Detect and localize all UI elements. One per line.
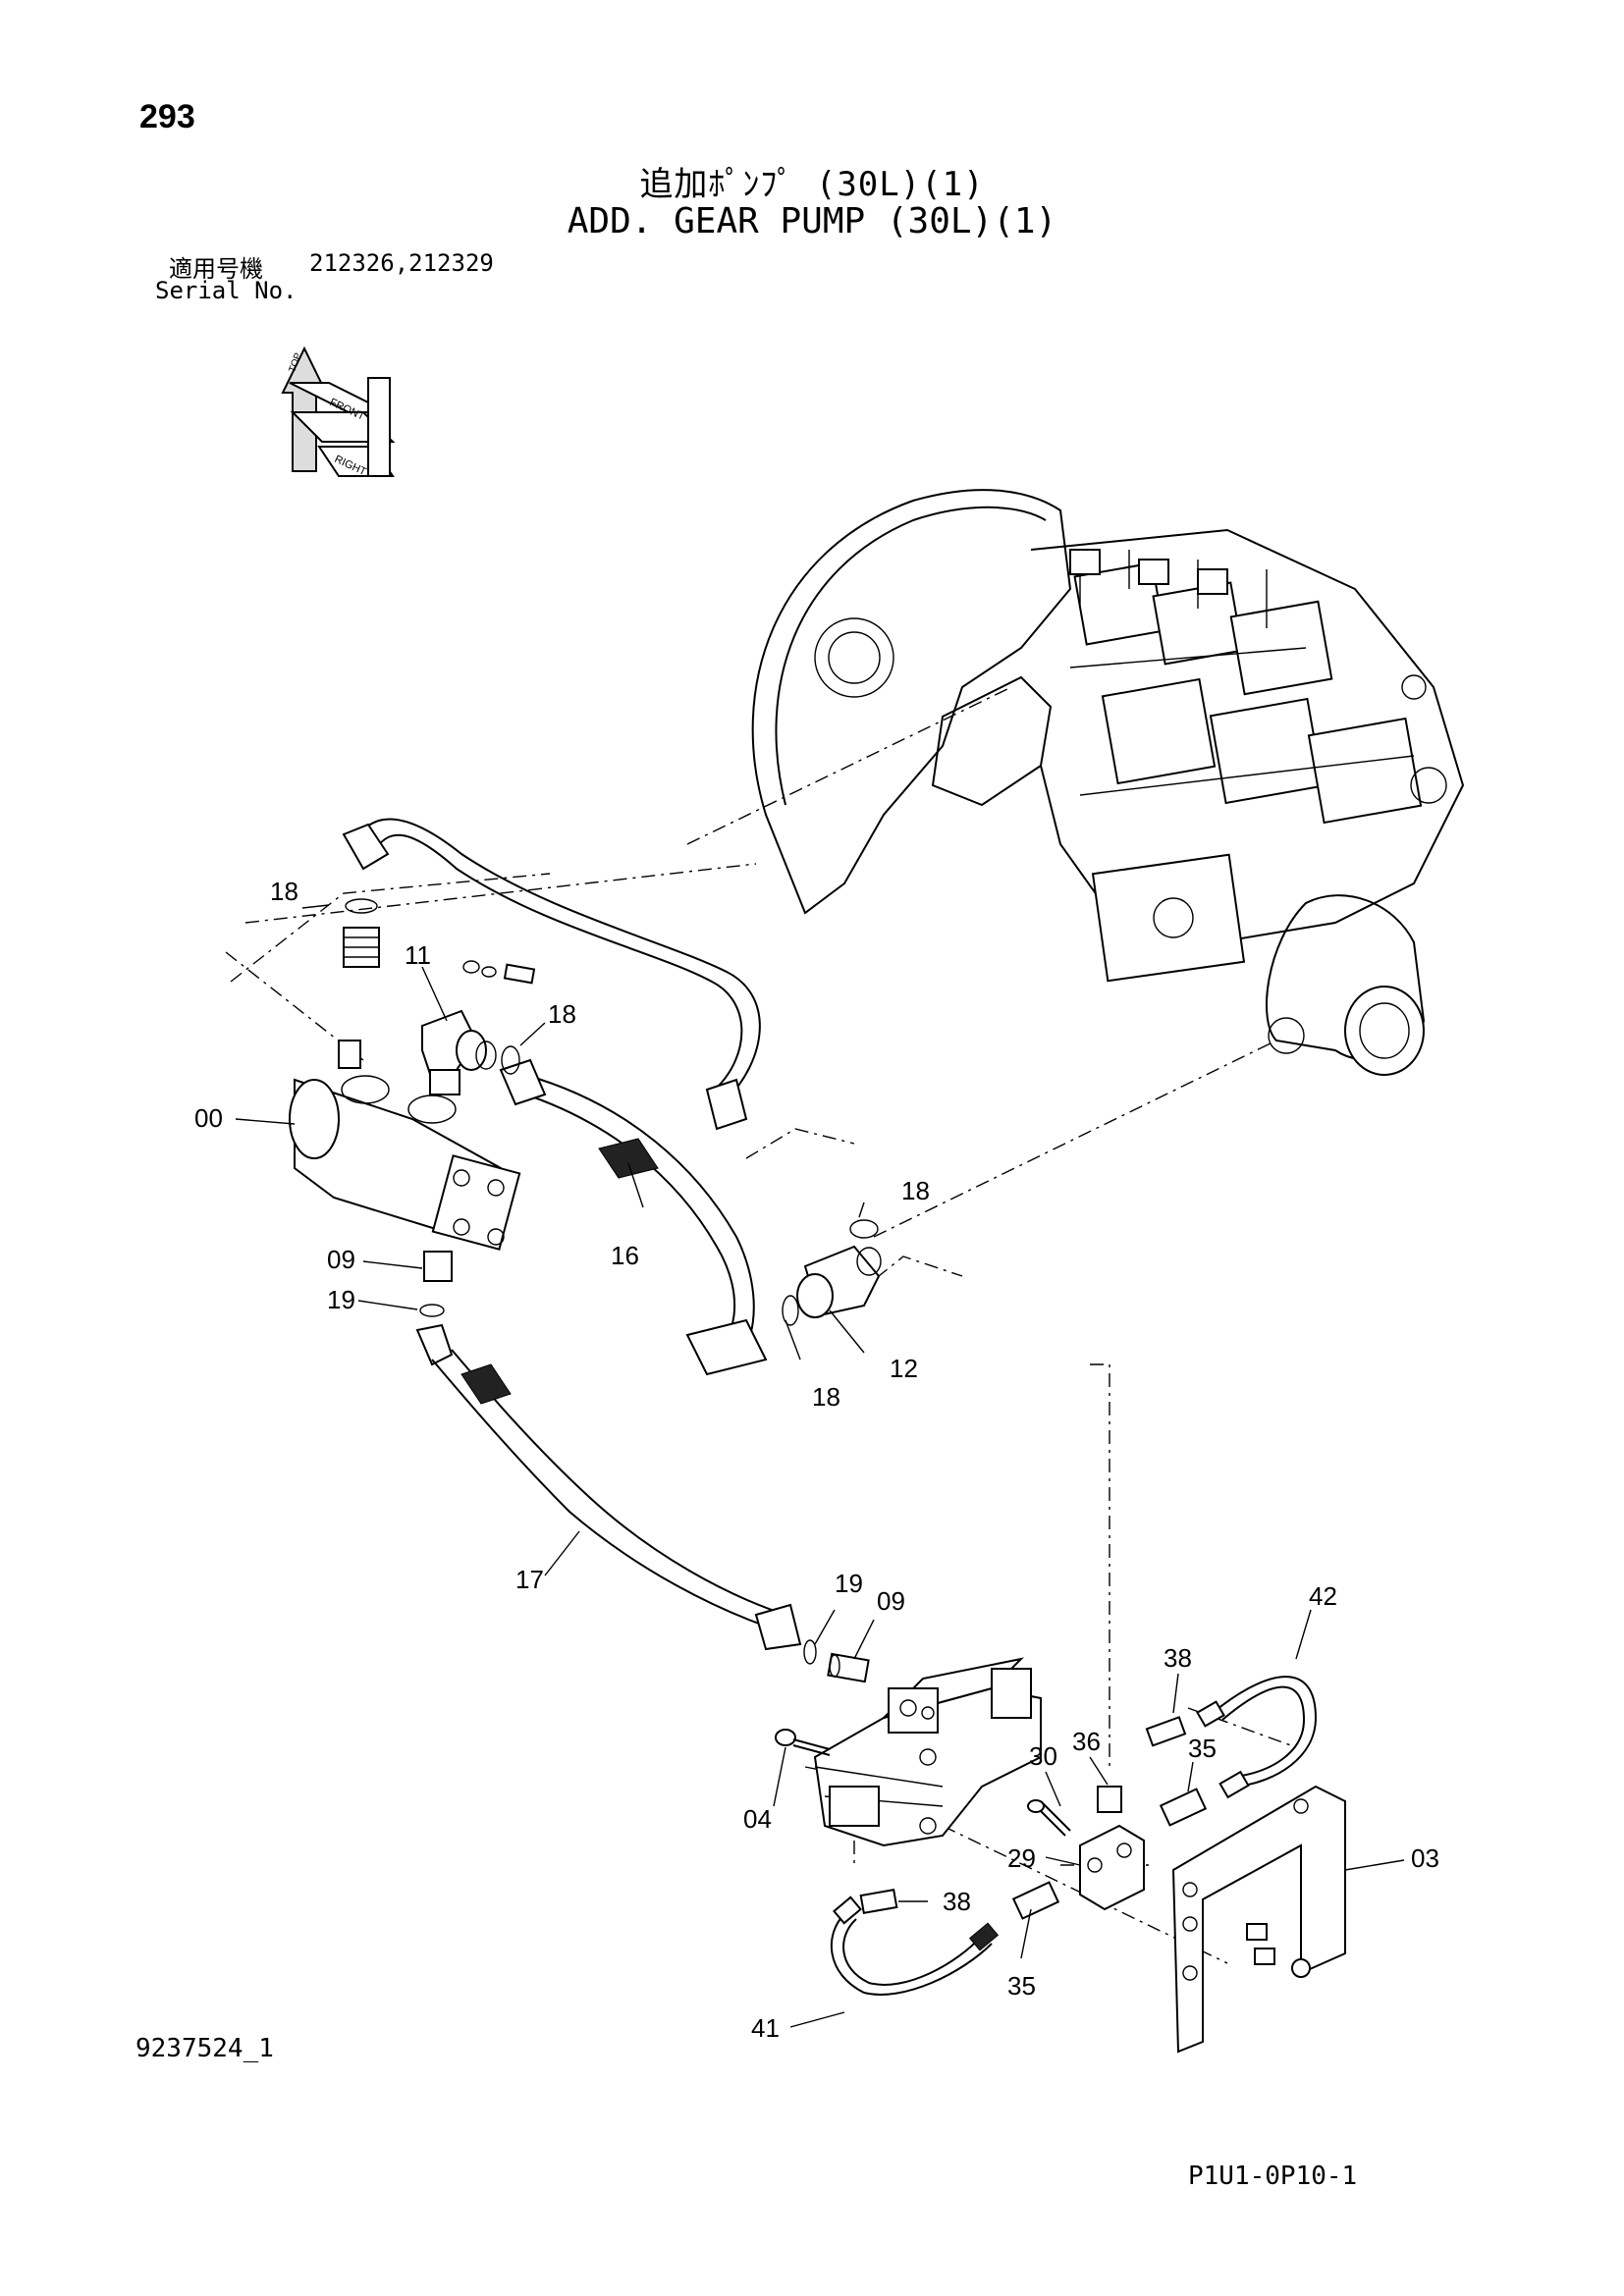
fitting-with-oring-18-top (343, 898, 380, 968)
callout-19-lower: 19 (835, 1569, 863, 1598)
page-code: P1U1-0P10-1 (1188, 2162, 1358, 2191)
bolt-30 (1027, 1799, 1071, 1837)
callout-17: 17 (515, 1565, 544, 1594)
callout-35-upper: 35 (1188, 1734, 1217, 1763)
orientation-icon: TOP FRONT RIGHT (281, 346, 396, 478)
callout-00: 00 (194, 1103, 223, 1133)
serial-label-japanese: 適用号機 (169, 255, 263, 283)
elbow-fitting-11 (421, 960, 536, 1095)
cap-36 (1097, 1786, 1122, 1813)
main-pump-assembly (751, 489, 1465, 1076)
o-ring-19-lower (803, 1639, 817, 1665)
callout-12: 12 (890, 1354, 918, 1383)
hose-16 (342, 818, 768, 1376)
callout-30: 30 (1029, 1741, 1057, 1771)
callout-18-top: 18 (270, 877, 298, 906)
hose-42 (1196, 1676, 1318, 1799)
hose-41 (831, 1896, 1000, 1996)
fitting-38-upper (1145, 1716, 1187, 1747)
bolt-04 (775, 1729, 831, 1756)
callout-04: 04 (743, 1804, 772, 1834)
callout-18-tee: 18 (901, 1176, 930, 1205)
callout-18-lower: 18 (812, 1382, 840, 1412)
callout-09-upper: 09 (327, 1245, 355, 1274)
callout-29: 29 (1007, 1843, 1036, 1873)
fitting-35-upper (1159, 1788, 1208, 1827)
callout-38-upper: 38 (1164, 1643, 1192, 1673)
serial-label-english: Serial No. (155, 277, 298, 304)
callout-16: 16 (611, 1241, 639, 1270)
page-number: 293 (139, 98, 195, 135)
callout-36: 36 (1072, 1727, 1101, 1756)
tee-fitting-12 (782, 1219, 882, 1326)
adapter-09-lower (827, 1652, 870, 1683)
callout-42: 42 (1309, 1581, 1337, 1611)
adapter-09-upper (419, 1251, 453, 1317)
callout-09-lower: 09 (877, 1586, 905, 1616)
callout-11: 11 (405, 940, 431, 970)
callout-03: 03 (1411, 1843, 1439, 1873)
title-english: ADD. GEAR PUMP (30L)(1) (567, 201, 1057, 241)
title-japanese: 追加ﾎﾟﾝﾌﾟ (30L)(1) (639, 165, 985, 204)
serial-numbers: 212326,212329 (309, 249, 494, 277)
valve-block (813, 1657, 1042, 1847)
callout-41: 41 (751, 2013, 780, 2043)
block-29 (1079, 1824, 1145, 1911)
callout-35-lower: 35 (1007, 1971, 1036, 2001)
bracket-03 (1171, 1785, 1346, 2054)
callout-19-upper: 19 (327, 1285, 355, 1314)
fitting-35-lower (1011, 1881, 1060, 1920)
callout-38-lower: 38 (943, 1887, 971, 1916)
drawing-code: 9237524_1 (135, 2034, 274, 2063)
fitting-38-lower (859, 1889, 898, 1914)
hose-17 (415, 1323, 802, 1651)
gear-pump-00 (289, 1040, 521, 1251)
callout-18-elbow: 18 (548, 999, 576, 1029)
